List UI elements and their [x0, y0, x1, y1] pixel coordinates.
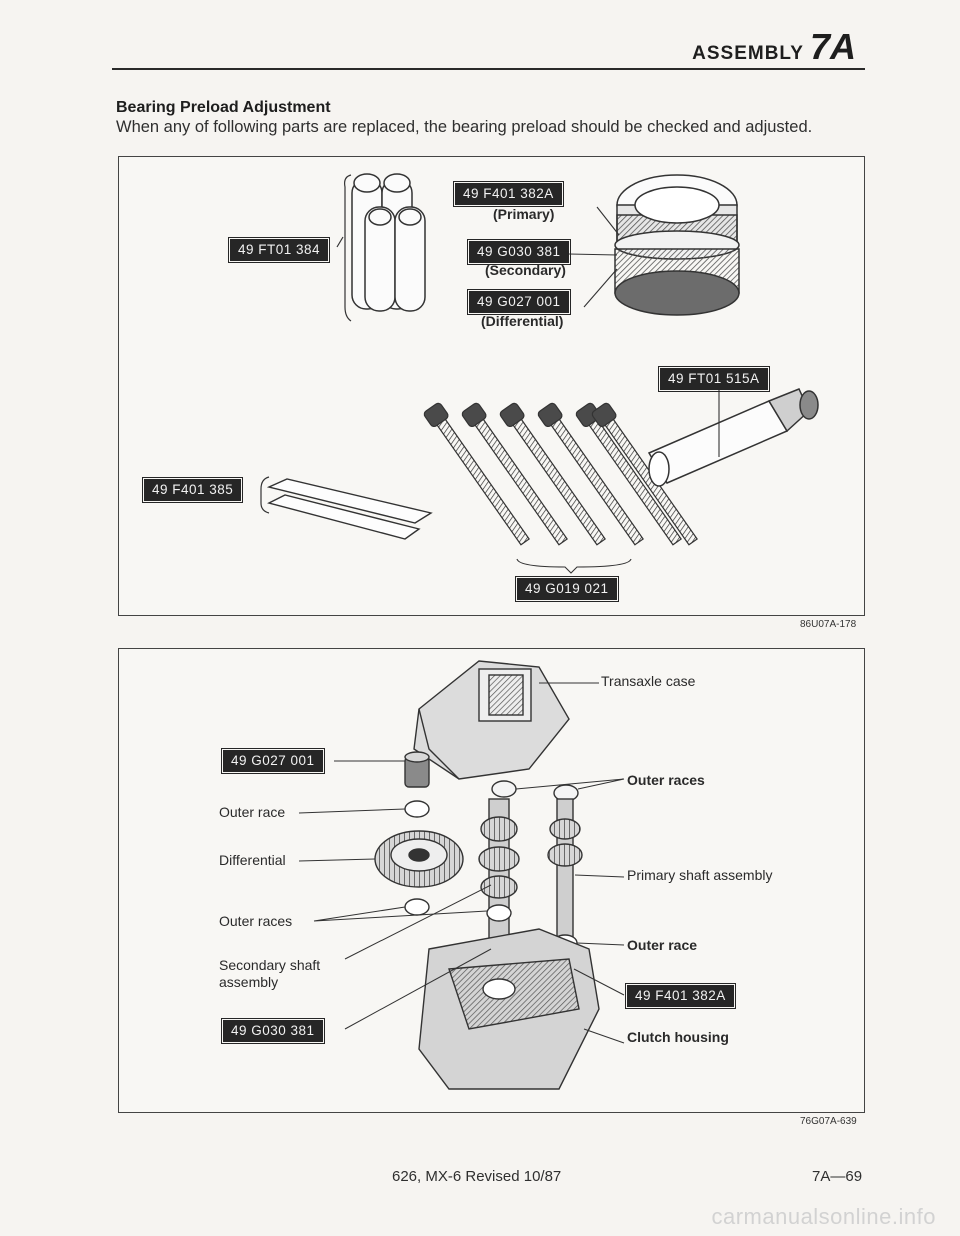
tool-tag-49-g030-381: 49 G030 381 [467, 239, 571, 265]
label-outer-race-left: Outer race [219, 804, 286, 820]
section-description: When any of following parts are replaced… [116, 118, 813, 136]
section-number: 7A [809, 26, 856, 67]
footer-publication: 626, MX-6 Revised 10/87 [392, 1168, 562, 1185]
figure2-reference-code: 76G07A-639 [800, 1116, 857, 1127]
figure1-reference-code: 86U07A-178 [800, 619, 857, 630]
label-secondary-shaft-assembly: assembly [219, 974, 279, 990]
label-primary-shaft-assembly: Primary shaft assembly [627, 867, 773, 883]
page-number: 7A—69 [812, 1168, 863, 1185]
header-rule [112, 68, 865, 70]
tools-illustration [260, 173, 819, 574]
tool-tag-49-ft01-384: 49 FT01 384 [227, 237, 331, 263]
label-differential: Differential [219, 852, 286, 868]
tool-note-primary: (Primary) [493, 206, 555, 222]
section-name: ASSEMBLY [692, 43, 804, 64]
tool-tag-49-f401-385: 49 F401 385 [141, 477, 244, 503]
label-outer-races-right: Outer races [627, 772, 705, 788]
tool-tag-49-f401-382a: 49 F401 382A [453, 181, 564, 207]
label-clutch-housing: Clutch housing [627, 1029, 729, 1045]
label-outer-races-left: Outer races [219, 913, 293, 929]
figure-special-tools: 49 FT01 384 49 F401 382A (Primary) 49 G0… [118, 156, 865, 616]
figure-assembly-exploded-view: 49 G027 001 Outer race Differential Oute… [118, 648, 865, 1113]
label-secondary-shaft: Secondary shaft [219, 957, 321, 973]
tool-tag-49-g019-021: 49 G019 021 [515, 576, 619, 602]
tag-49-g027-001: 49 G027 001 [221, 748, 325, 774]
label-transaxle-case: Transaxle case [601, 673, 696, 689]
tool-note-differential: (Differential) [481, 313, 564, 329]
tool-tag-49-g027-001: 49 G027 001 [467, 289, 571, 315]
label-outer-race-right: Outer race [627, 937, 698, 953]
tag-49-g030-381: 49 G030 381 [221, 1018, 325, 1044]
transaxle-exploded-illustration [298, 660, 625, 1090]
tool-note-secondary: (Secondary) [485, 262, 566, 278]
tool-tag-49-ft01-515a: 49 FT01 515A [658, 366, 770, 392]
tag-49-f401-382a: 49 F401 382A [625, 983, 736, 1009]
section-title: Bearing Preload Adjustment [116, 99, 331, 116]
watermark: carmanualsonline.info [711, 1204, 936, 1229]
